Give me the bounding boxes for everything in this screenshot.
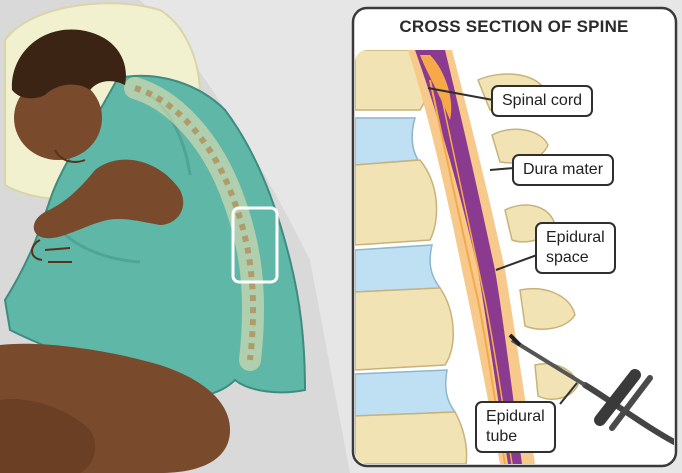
needle-hub	[594, 369, 641, 426]
disc-1	[355, 117, 420, 166]
label-epidural-space: Epidural space	[535, 222, 616, 274]
leader-spinal-cord	[427, 87, 494, 101]
label-epidural-tube: Epidural tube	[475, 401, 556, 453]
leader-epidural-tube	[559, 382, 578, 405]
needle	[510, 338, 587, 387]
spine-cross-section	[355, 50, 674, 464]
highlight-box	[231, 206, 279, 284]
tube-line	[582, 382, 674, 448]
needle-tip	[508, 333, 522, 347]
gown-fold-2	[58, 228, 141, 264]
label-dura-mater-text: Dura mater	[523, 161, 604, 178]
label-spinal-cord-text: Spinal cord	[502, 92, 583, 109]
leader-dura	[489, 167, 515, 171]
vertebral-bodies	[355, 50, 468, 464]
label-epidural-tube-line1: Epidural	[486, 408, 545, 425]
disc-2	[355, 244, 442, 293]
hair	[11, 29, 126, 99]
label-epidural-space-line2: space	[546, 249, 589, 266]
label-dura-mater: Dura mater	[512, 154, 615, 186]
label-epidural-tube-line2: tube	[486, 428, 518, 445]
back-spine-vertebrae	[134, 85, 257, 361]
arm	[33, 159, 184, 239]
hand-fingers	[31, 239, 72, 263]
leader-epidural-space	[495, 254, 538, 271]
panel-title: CROSS SECTION OF SPINE	[399, 17, 629, 36]
disc-3	[355, 369, 457, 417]
label-epidural-space-line1: Epidural	[546, 229, 605, 246]
lower-leg	[0, 399, 96, 473]
face-line	[54, 149, 86, 163]
label-spinal-cord: Spinal cord	[491, 85, 594, 117]
needle-hub-2	[609, 375, 653, 431]
